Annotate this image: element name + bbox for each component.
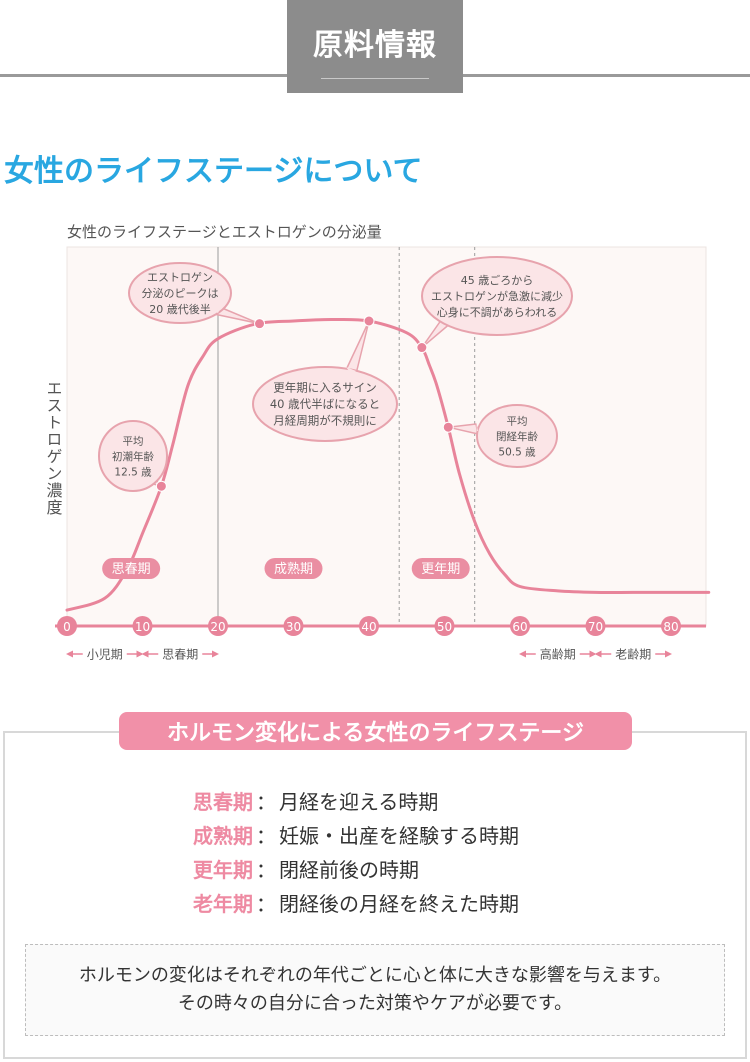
phase-label: 思春期 [112,562,151,577]
stage-description: 閉経後の月経を終えた時期 [279,891,519,916]
stage-item: 思春期：月経を迎える時期 [193,783,519,817]
header-tab-rule [321,78,429,79]
range-arrowhead-left [519,650,526,658]
x-tick-label: 30 [286,620,301,634]
x-tick-marker [57,616,77,636]
annotation-bubble [476,404,558,468]
annotation-point [155,480,167,492]
annotation-text: 平均 [123,435,144,447]
annotation-point [442,421,454,433]
x-tick-marker [585,616,606,636]
range-arrowhead-left [66,650,73,658]
range-arrowhead-right [136,650,144,658]
stage-separator: ： [256,857,276,882]
x-tick-marker [208,616,228,636]
x-tick-marker [434,616,455,636]
note-line: その時々の自分に合った対策やケアが必要です。 [177,993,573,1014]
annotation-point [254,318,266,330]
range-label: 思春期 [162,648,198,662]
note-line: ホルモンの変化はそれぞれの年代ごとに心と体に大きな影響を与えます。 [78,965,672,986]
stage-name: 更年期 [193,857,253,882]
x-tick-marker [359,616,379,636]
annotation-text: 初潮年齢 [112,450,154,463]
stage-separator: ： [256,823,276,848]
annotation-text: 12.5 歳 [114,466,152,478]
phase-pill [411,558,470,579]
estrogen-line [65,317,711,612]
x-tick-marker [510,616,530,636]
note-box: ホルモンの変化はそれぞれの年代ごとに心と体に大きな影響を与えます。 その時々の自… [25,944,725,1036]
x-tick-label: 50 [437,620,452,634]
info-heading: ホルモン変化による女性のライフステージ [119,712,632,750]
annotation-bubble [252,366,398,442]
stage-description: 閉経前後の時期 [279,857,419,882]
x-tick-marker [132,616,153,636]
range-arrowhead-left [594,650,602,658]
stage-name: 思春期 [193,789,253,814]
range-label: 小児期 [87,648,123,662]
phase-pill [264,558,323,579]
header-tab: 原料情報 [287,0,463,93]
annotation-bubble [98,420,168,492]
annotation-text: 更年期に入るサイン [273,381,377,395]
range-arrowhead-left [141,650,149,658]
annotation-text: 平均 [507,415,528,427]
stage-name: 成熟期 [193,823,253,848]
range-label: 高齢期 [540,647,576,662]
annotation-bubble [128,262,232,324]
range-arrowhead-right [665,650,672,658]
x-tick-label: 40 [361,620,376,634]
annotation-pointer-join [444,313,452,321]
stage-name: 老年期 [193,891,253,916]
x-tick-marker [283,616,304,636]
annotation-text: 心身に不調があらわれる [437,305,557,319]
stage-list: 思春期：月経を迎える時期 成熟期：妊娠・出産を経験する時期 更年期：閉経前後の時… [193,783,519,919]
range-label: 老齢期 [615,647,651,662]
annotation-pointer-join [146,475,154,482]
annotation-text: 閉経年齢 [496,430,538,443]
stage-separator: ： [256,789,276,814]
stage-separator: ： [256,891,276,916]
annotation-pointer-join [476,421,478,431]
annotation-text: 月経周期が不規則に [273,414,377,428]
annotation-pointer-join [346,367,356,374]
annotation-text: エストロゲン [147,271,213,284]
annotation-bubble [421,256,573,336]
annotation-point [363,315,375,327]
x-tick-label: 10 [135,620,150,634]
stage-item: 更年期：閉経前後の時期 [193,851,519,885]
chart-title: 女性のライフステージとエストロゲンの分泌量 [67,223,382,241]
x-tick-label: 0 [63,620,71,634]
stage-item: 老年期：閉経後の月経を終えた時期 [193,885,519,919]
annotation-text: 50.5 歳 [498,446,536,458]
x-tick-label: 70 [588,620,603,634]
y-axis-label: エストロゲン濃度 [44,380,63,516]
annotation-text: エストロゲンが急激に減少 [431,289,563,303]
stage-description: 月経を迎える時期 [279,789,439,814]
range-arrowhead-right [589,650,597,658]
x-tick-label: 60 [512,620,527,634]
stage-item: 成熟期：妊娠・出産を経験する時期 [193,817,519,851]
annotation-point [416,342,428,354]
phase-label: 更年期 [421,562,460,577]
section-title: 女性のライフステージについて [4,154,423,189]
phase-pill [102,558,161,579]
x-tick-marker [661,616,681,636]
x-tick-label: 20 [210,620,225,634]
stage-description: 妊娠・出産を経験する時期 [279,823,519,848]
range-arrowhead-right [212,650,219,658]
x-tick-label: 80 [663,620,678,634]
annotation-text: 20 歳代後半 [149,302,211,316]
annotation-text: 45 歳ごろから [461,273,534,287]
phase-label: 成熟期 [274,561,313,577]
header-title: 原料情報 [313,28,437,63]
annotation-text: 40 歳代半ばになると [270,397,380,411]
annotation-text: 分泌のピークは [142,287,219,300]
annotation-pointer-join [214,305,222,313]
